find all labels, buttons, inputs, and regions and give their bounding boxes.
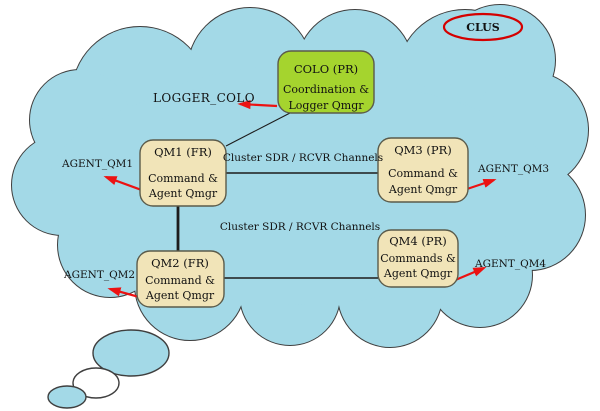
qm3-title: QM3 (PR): [394, 143, 452, 157]
qm2-box: [136, 250, 225, 308]
qm4-title: QM4 (PR): [389, 234, 447, 248]
qm4-line1: Commands &: [380, 252, 456, 265]
channels-label-top: Cluster SDR / RCVR Channels: [223, 152, 383, 164]
qm4-box: [377, 229, 459, 288]
qm1-title: QM1 (FR): [154, 145, 212, 159]
qm4-line2: Agent Qmgr: [383, 267, 453, 280]
connectors: [176, 112, 378, 279]
arrow-logger-colo: [237, 99, 278, 110]
qm2-title: QM2 (FR): [151, 256, 209, 270]
clus-badge: CLUS: [442, 12, 524, 42]
node-qm4: QM4 (PR) Commands & Agent Qmgr: [377, 229, 459, 288]
qm1-box: [139, 139, 227, 207]
thought-bubble-medium: [72, 367, 120, 399]
agent-qm1-label: AGENT_QM1: [61, 158, 133, 170]
thought-bubble-small: [47, 385, 87, 409]
clus-ring-icon: [442, 12, 524, 42]
node-colo: COLO (PR) Coordination & Logger Qmgr: [277, 50, 375, 114]
agent-qm3-label: AGENT_QM3: [477, 163, 549, 175]
channels-label-bottom: Cluster SDR / RCVR Channels: [220, 221, 380, 233]
qm3-line1: Command &: [388, 167, 458, 180]
qm3-line2: Agent Qmgr: [388, 183, 458, 196]
colo-line2: Logger Qmgr: [288, 99, 364, 112]
qm2-line1: Command &: [145, 274, 215, 287]
node-qm2: QM2 (FR) Command & Agent Qmgr: [136, 250, 225, 308]
agent-qm2-label: AGENT_QM2: [63, 269, 135, 281]
floating-labels: LOGGER_COLO AGENT_QM1 AGENT_QM2 AGENT_QM…: [61, 91, 549, 281]
logger-colo-label: LOGGER_COLO: [153, 91, 255, 105]
colo-line1: Coordination &: [283, 83, 369, 96]
qm2-line2: Agent Qmgr: [145, 289, 215, 302]
qm3-box: [377, 137, 469, 203]
qm1-line2: Agent Qmgr: [148, 187, 218, 200]
agent-qm4-label: AGENT_QM4: [474, 258, 546, 270]
colo-title: COLO (PR): [294, 62, 358, 76]
thought-bubbles: [47, 329, 170, 409]
colo-box: [277, 50, 375, 114]
arrow-agent-qm4: [452, 266, 487, 283]
link-colo-qm1: [225, 112, 291, 147]
qm1-line1: Command &: [148, 172, 218, 185]
thought-bubble-large: [92, 329, 170, 377]
node-qm1: QM1 (FR) Command & Agent Qmgr: [139, 139, 227, 207]
clus-label: CLUS: [466, 21, 499, 34]
node-qm3: QM3 (PR) Command & Agent Qmgr: [377, 137, 469, 203]
